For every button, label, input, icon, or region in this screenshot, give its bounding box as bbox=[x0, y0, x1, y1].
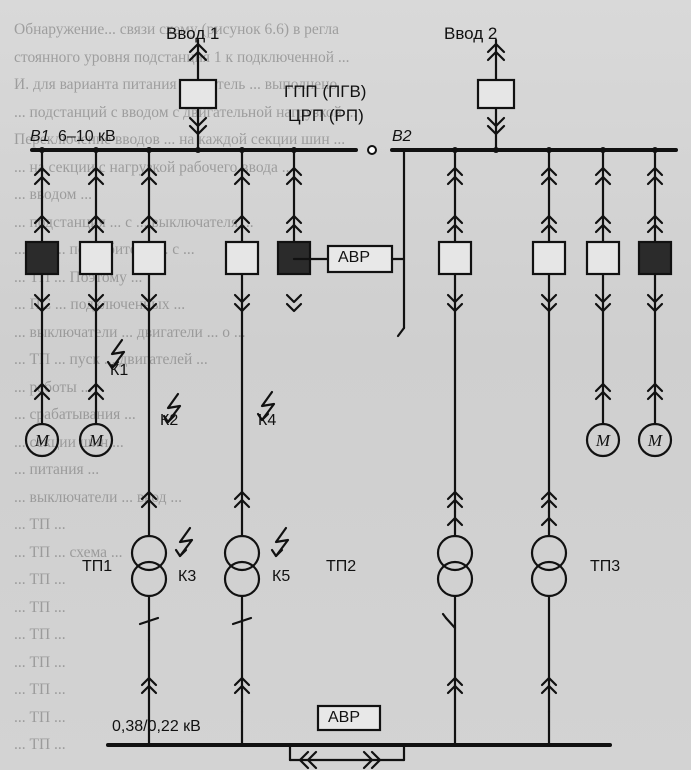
background-text-line: ... ТП ... bbox=[14, 516, 66, 533]
motor bbox=[585, 422, 621, 458]
background-text-line: ... ТП ... bbox=[14, 681, 66, 698]
background-text-line: ... ТП ... bbox=[14, 598, 66, 616]
input-1-feeder bbox=[178, 38, 218, 150]
background-text-line: ... на секции с нагрузкой рабочего ввода… bbox=[14, 158, 294, 176]
feeder-breaker bbox=[437, 240, 473, 276]
label-tp3: ТП3 bbox=[590, 558, 621, 575]
background-text-line: ... ТП ... схема ... bbox=[14, 543, 123, 561]
motor-label: М bbox=[34, 431, 50, 450]
feeder-breaker bbox=[637, 240, 673, 276]
motor-label: М bbox=[595, 431, 611, 450]
motor-label: М bbox=[647, 431, 663, 450]
background-text-line: ... ТП ... bbox=[14, 653, 66, 671]
background-text-line: ... секции шин ... bbox=[14, 433, 124, 451]
background-text-line: Переключение вводов ... на каждой секции… bbox=[14, 131, 346, 148]
input-2-feeder bbox=[476, 38, 516, 150]
feeder-breaker bbox=[585, 240, 621, 276]
label-gpp: ГПП (ПГВ) bbox=[284, 82, 367, 101]
label-k5: К5 bbox=[272, 568, 291, 585]
motor bbox=[24, 422, 60, 458]
avr-bottom-box bbox=[316, 704, 382, 732]
feeder-breaker bbox=[224, 240, 260, 276]
tp3-transformers bbox=[436, 510, 568, 747]
background-text-line: ... вводом ... bbox=[14, 186, 92, 203]
motor bbox=[78, 422, 114, 458]
label-avr-top: АВР bbox=[338, 249, 371, 266]
input-1-breaker bbox=[178, 78, 218, 110]
label-voltage-lv: 0,38/0,22 кВ bbox=[112, 718, 201, 735]
background-text-line: ... ПС ... подключенных ... bbox=[14, 296, 186, 313]
feeder-breaker bbox=[531, 240, 567, 276]
label-k3: К3 bbox=[178, 568, 197, 585]
motor bbox=[637, 422, 673, 458]
background-text-line: стоянного уровня подстанция 1 к подключе… bbox=[14, 48, 350, 66]
feeder-breaker bbox=[131, 240, 167, 276]
label-input-1: Ввод 1 bbox=[166, 24, 220, 43]
label-tp2: ТП2 bbox=[326, 558, 357, 575]
label-avr-bottom: АВР bbox=[328, 709, 361, 726]
background-text-line: ... срабатывания ... bbox=[14, 406, 136, 423]
avr-top-box bbox=[326, 244, 394, 274]
input-2-breaker bbox=[476, 78, 516, 110]
label-voltage-hv: 6–10 кВ bbox=[58, 128, 116, 145]
background-text-line: ... выключатели ... ввод ... bbox=[14, 488, 183, 506]
label-tp1: ТП1 bbox=[82, 558, 113, 575]
motor-label: М bbox=[88, 431, 104, 450]
background-text-line: ... подстанций с вводом с двигательной н… bbox=[14, 103, 358, 121]
tp1-transformer bbox=[130, 534, 168, 747]
feeder-breaker bbox=[78, 240, 114, 276]
label-k1: К1 bbox=[110, 362, 129, 379]
background-text-line: ... ТП ... пуск ... двигателей ... bbox=[14, 351, 208, 368]
background-text-line: И. для варианта питания двигатель ... вы… bbox=[14, 76, 338, 93]
background-text-line: ... ТП ... bbox=[14, 736, 66, 753]
label-k2: К2 bbox=[160, 412, 179, 429]
background-text-line: ... работы ... bbox=[14, 378, 93, 396]
feeder-breaker bbox=[24, 240, 60, 276]
background-text-line: ... питания ... bbox=[14, 461, 100, 478]
background-text-line: ... подстанция ... с ... выключателя ... bbox=[14, 213, 254, 231]
background-text-line: ... ТП ... bbox=[14, 571, 66, 588]
background-text-line: ... ТП ... bbox=[14, 708, 66, 726]
background-text-line: ... выключатели ... двигатели ... о ... bbox=[14, 323, 246, 341]
tp2-transformer bbox=[223, 534, 261, 714]
label-k4: К4 bbox=[258, 412, 277, 429]
label-crp: ЦРП (РП) bbox=[288, 106, 364, 125]
label-b2: В2 bbox=[392, 128, 412, 145]
background-text-line: ... ТП ... bbox=[14, 626, 66, 643]
background-text-line: Обнаружение... связи схему (рисунок 6.6)… bbox=[14, 21, 339, 38]
label-b1: В1 bbox=[30, 128, 50, 145]
label-input-2: Ввод 2 bbox=[444, 24, 498, 43]
